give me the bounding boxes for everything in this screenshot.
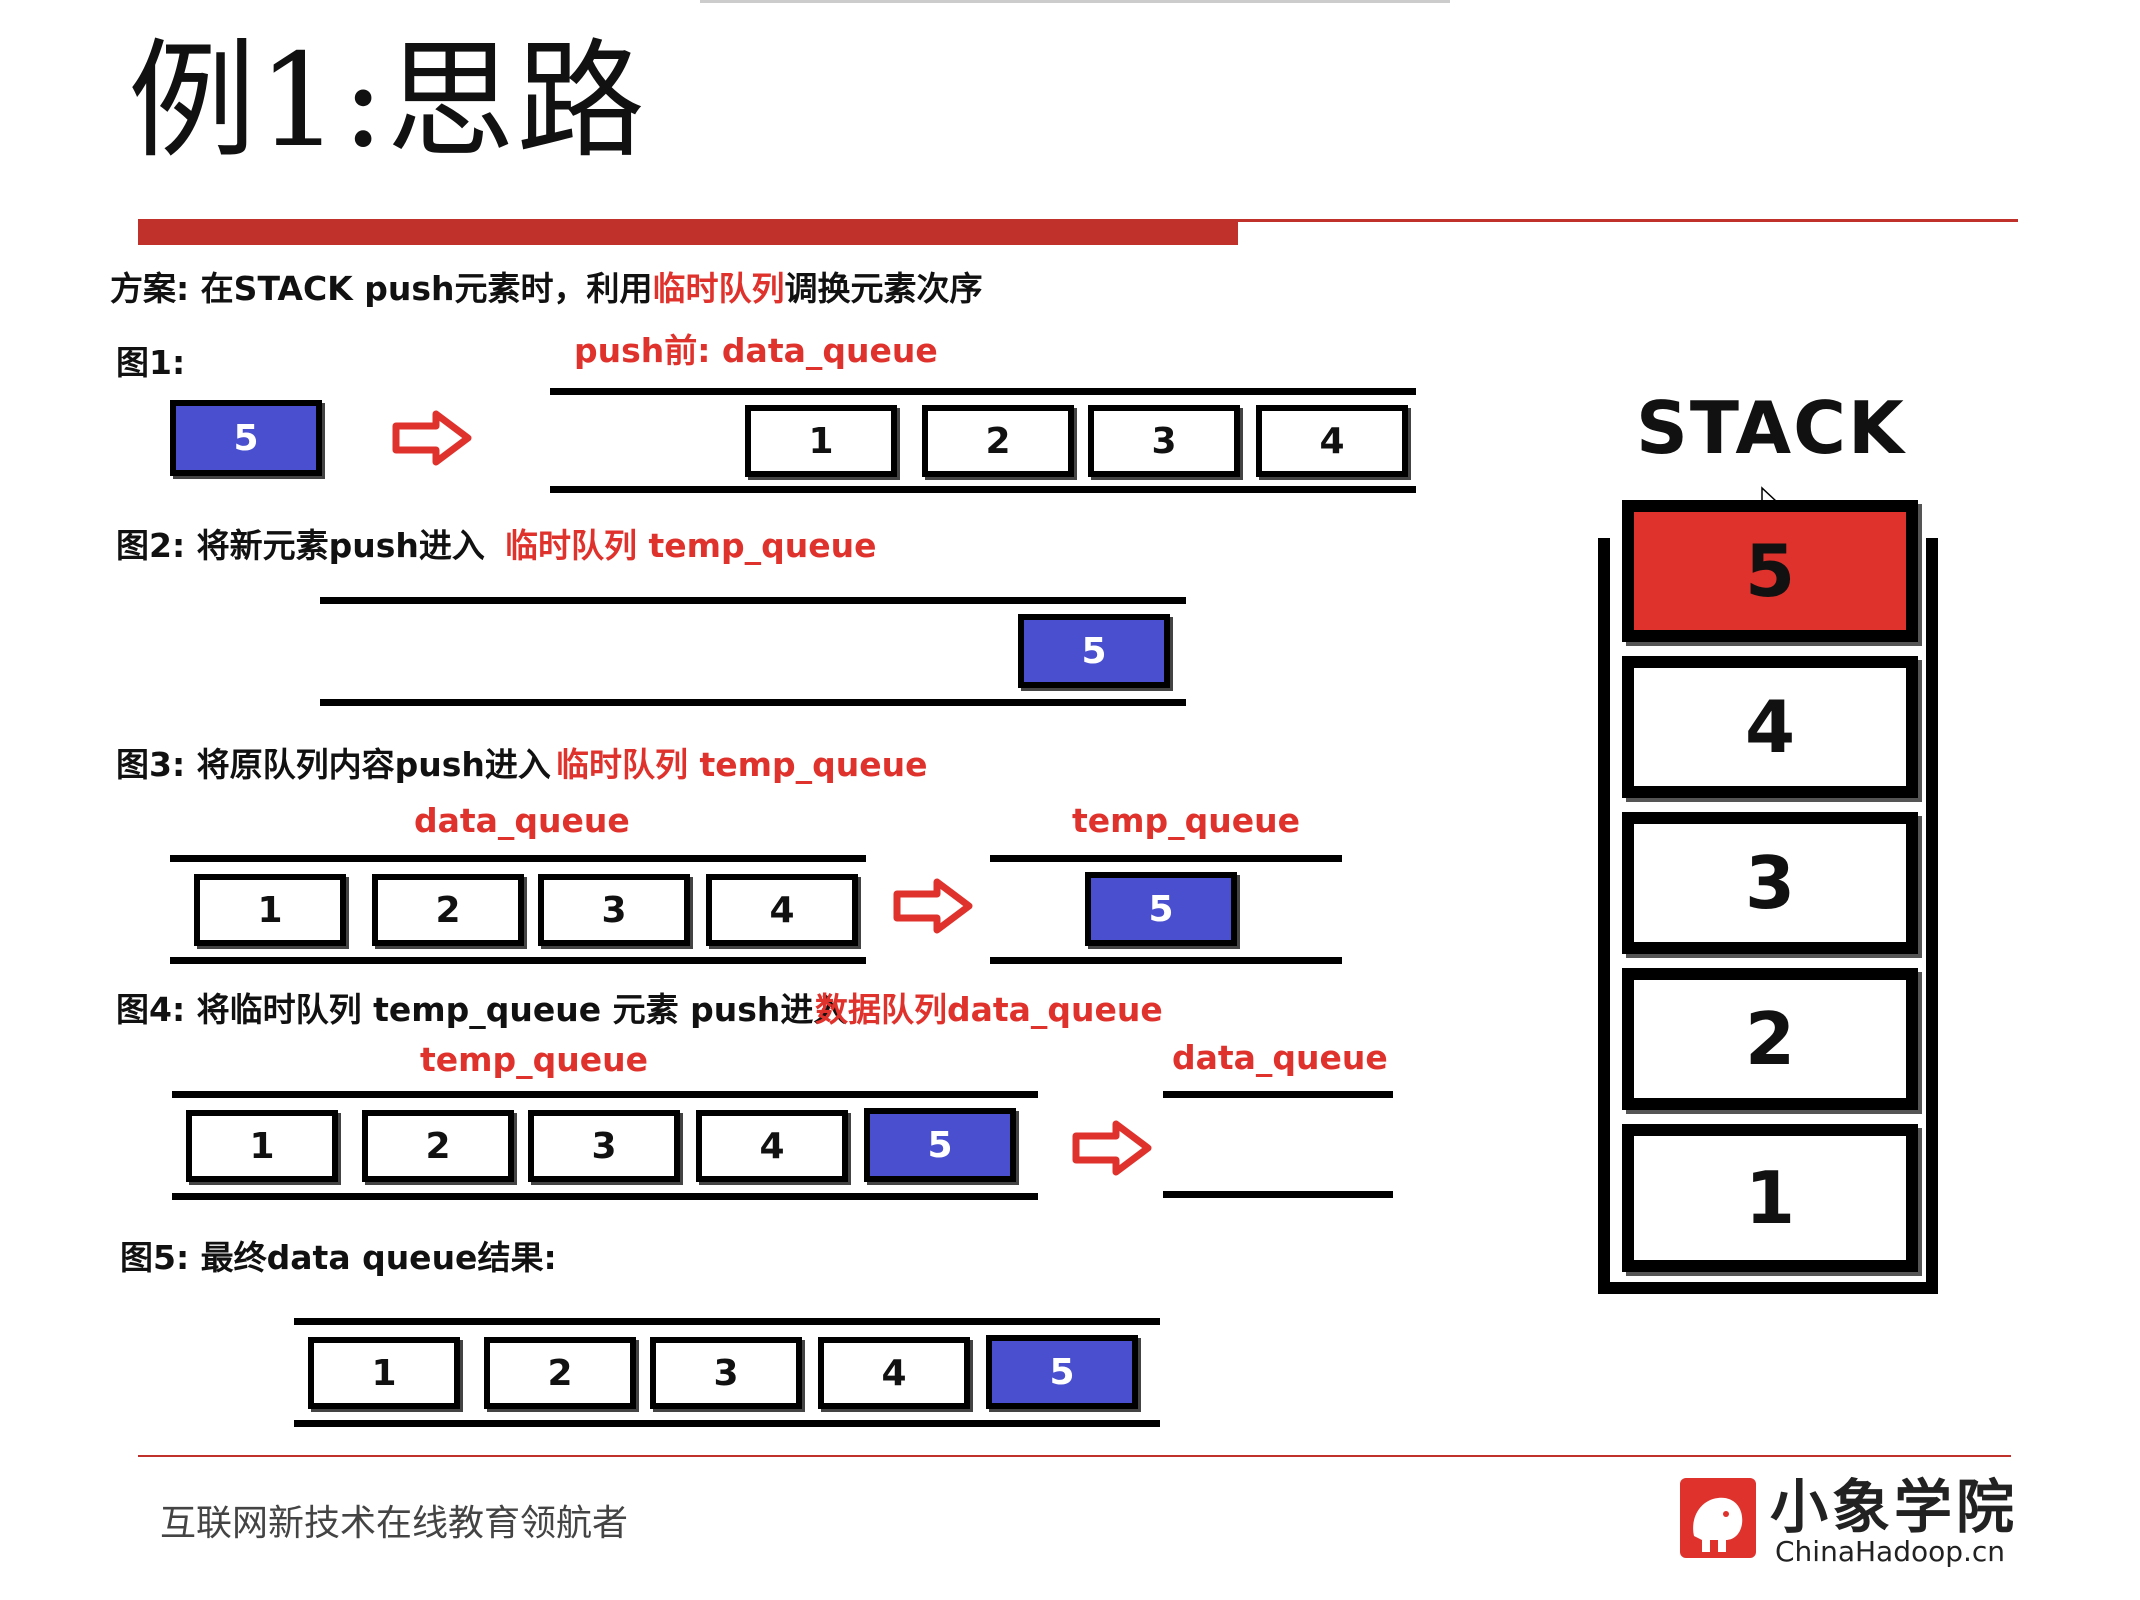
- fig3-left-top-line: [170, 855, 866, 862]
- footer-slogan: 互联网新技术在线教育领航者: [160, 1503, 629, 1544]
- fig3-left-item: 4: [706, 874, 858, 946]
- fig2-queue-item: 5: [1018, 614, 1170, 688]
- title-accent-bar: [138, 219, 1238, 245]
- plan-text: 方案: 在STACK push元素时，利用临时队列调换元素次序: [110, 272, 982, 305]
- fig3-caption: 临时队列 temp_queue: [556, 745, 928, 784]
- fig3-left-item: 2: [372, 874, 524, 946]
- fig3-label: 图3: 将原队列内容push进入: [116, 745, 551, 784]
- page-title: 例1:思路: [128, 27, 647, 176]
- elephant-logo-icon: [1680, 1478, 1756, 1558]
- fig4-left-item: 4: [696, 1110, 848, 1182]
- fig3-arrow-icon: [893, 878, 973, 934]
- fig1-queue-bottom-line: [550, 486, 1416, 493]
- fig1-queue-item: 3: [1088, 405, 1240, 477]
- fig1-caption: push前: data_queue: [574, 331, 938, 370]
- footer-logo-en: ChinaHadoop.cn: [1775, 1535, 2006, 1568]
- fig5-queue-item: 2: [484, 1337, 636, 1409]
- footer-divider: [138, 1455, 2011, 1457]
- fig1-label: 图1:: [116, 343, 186, 382]
- fig2-queue-bottom-line: [320, 699, 1186, 706]
- plan-suffix: 调换元素次序: [784, 269, 983, 308]
- fig3-left-bottom-line: [170, 957, 866, 964]
- stack-item: 4: [1622, 656, 1918, 798]
- fig5-queue-bottom-line: [294, 1420, 1160, 1427]
- fig3-left-item: 1: [194, 874, 346, 946]
- fig3-left-item: 3: [538, 874, 690, 946]
- fig4-arrow-icon: [1072, 1120, 1152, 1176]
- fig4-left-title: temp_queue: [420, 1040, 649, 1079]
- fig5-label: 图5: 最终data queue结果:: [120, 1238, 557, 1277]
- fig1-queue-item: 1: [745, 405, 897, 477]
- fig4-left-top-line: [172, 1091, 1038, 1098]
- fig3-right-item: 5: [1085, 872, 1237, 946]
- fig3-left-title: data_queue: [414, 801, 630, 840]
- plan-prefix: 方案: 在STACK push元素时，利用: [110, 269, 653, 308]
- stack-title: STACK: [1636, 386, 1906, 470]
- fig5-queue-item: 4: [818, 1337, 970, 1409]
- footer-logo-cn: 小象学院: [1770, 1473, 2019, 1541]
- fig4-right-bottom-line: [1163, 1191, 1393, 1198]
- fig1-queue-item: 2: [922, 405, 1074, 477]
- fig1-queue-item: 4: [1256, 405, 1408, 477]
- fig1-new-item: 5: [170, 400, 322, 476]
- fig5-queue-top-line: [294, 1318, 1160, 1325]
- fig4-left-item: 1: [186, 1110, 338, 1182]
- fig4-left-item: 2: [362, 1110, 514, 1182]
- stack-item: 1: [1622, 1124, 1918, 1272]
- fig4-label: 图4: 将临时队列 temp_queue 元素 push进入: [116, 990, 847, 1029]
- top-scroll-indicator: [700, 0, 1450, 3]
- fig2-label: 图2: 将新元素push进入: [116, 526, 485, 565]
- stack-item: 3: [1622, 812, 1918, 954]
- fig3-right-top-line: [990, 855, 1342, 862]
- fig3-right-bottom-line: [990, 957, 1342, 964]
- fig4-left-item: 5: [864, 1108, 1016, 1182]
- fig5-queue-item: 3: [650, 1337, 802, 1409]
- stack-item: 2: [1622, 968, 1918, 1110]
- fig2-queue-top-line: [320, 597, 1186, 604]
- fig3-right-title: temp_queue: [1072, 801, 1301, 840]
- plan-highlight: 临时队列: [652, 269, 785, 308]
- fig4-right-top-line: [1163, 1091, 1393, 1098]
- fig4-left-item: 3: [528, 1110, 680, 1182]
- fig1-arrow-icon: [392, 410, 472, 466]
- fig4-left-bottom-line: [172, 1193, 1038, 1200]
- fig4-caption: 数据队列data_queue: [815, 990, 1163, 1029]
- stack-left-wall: [1598, 538, 1610, 1294]
- fig5-queue-item: 1: [308, 1337, 460, 1409]
- fig4-right-title: data_queue: [1172, 1038, 1388, 1077]
- fig1-queue-top-line: [550, 388, 1416, 395]
- stack-right-wall: [1926, 538, 1938, 1294]
- stack-bottom-wall: [1598, 1282, 1938, 1294]
- stack-item: 5: [1622, 500, 1918, 642]
- fig2-caption: 临时队列 temp_queue: [505, 526, 877, 565]
- fig5-queue-item: 5: [986, 1335, 1138, 1409]
